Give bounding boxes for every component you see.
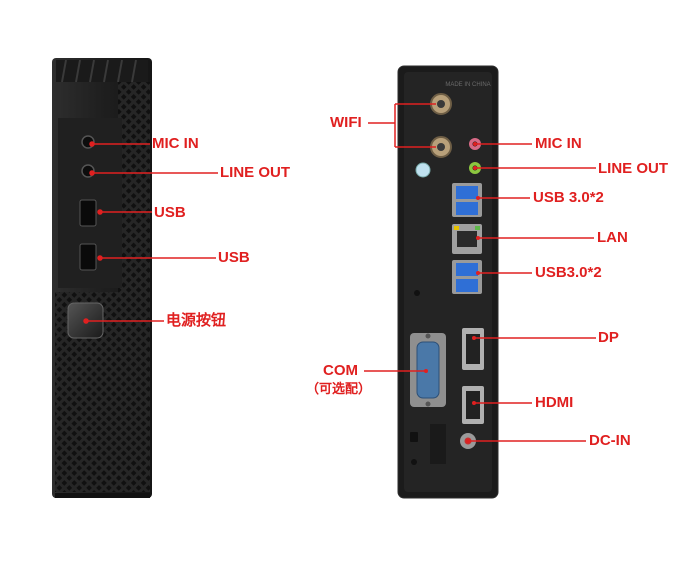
usb30-b-label: USB3.0*2 (535, 264, 602, 281)
dp-label: DP (598, 329, 619, 346)
hdmi-label: HDMI (535, 394, 574, 411)
rear-callout-dots (424, 142, 480, 443)
dc-in-label: DC-IN (589, 432, 631, 449)
front-usb-port-1 (79, 199, 97, 227)
rear-callouts (364, 103, 596, 442)
front-usb-label-1: USB (154, 204, 186, 221)
front-base (55, 493, 150, 498)
usb30-a-label: USB 3.0*2 (533, 189, 604, 206)
lan-label: LAN (597, 229, 628, 246)
rear-line-out-label: LINE OUT (598, 160, 668, 177)
front-usb-port-2 (79, 243, 97, 271)
front-unit (52, 58, 152, 498)
rear-unit: MADE IN CHINA (397, 65, 499, 499)
clear-cmos-button (415, 162, 431, 178)
front-mic-in-label: MIC IN (152, 135, 199, 152)
made-in-china-imprint: MADE IN CHINA (445, 82, 490, 88)
front-side-mesh (118, 82, 150, 292)
front-callouts (83, 141, 218, 324)
wifi-label: WIFI (330, 114, 362, 131)
front-usb-label-2: USB (218, 249, 250, 266)
lock-slot (410, 432, 418, 442)
rear-mic-in-label: MIC IN (535, 135, 582, 152)
com-optional-note: （可选配） (306, 381, 372, 396)
expansion-cutout (430, 424, 446, 464)
power-button-label: 电源按钮 (166, 312, 227, 329)
front-line-out-label: LINE OUT (220, 164, 290, 181)
front-top-fins (61, 59, 137, 83)
com-label: COM (323, 362, 358, 379)
